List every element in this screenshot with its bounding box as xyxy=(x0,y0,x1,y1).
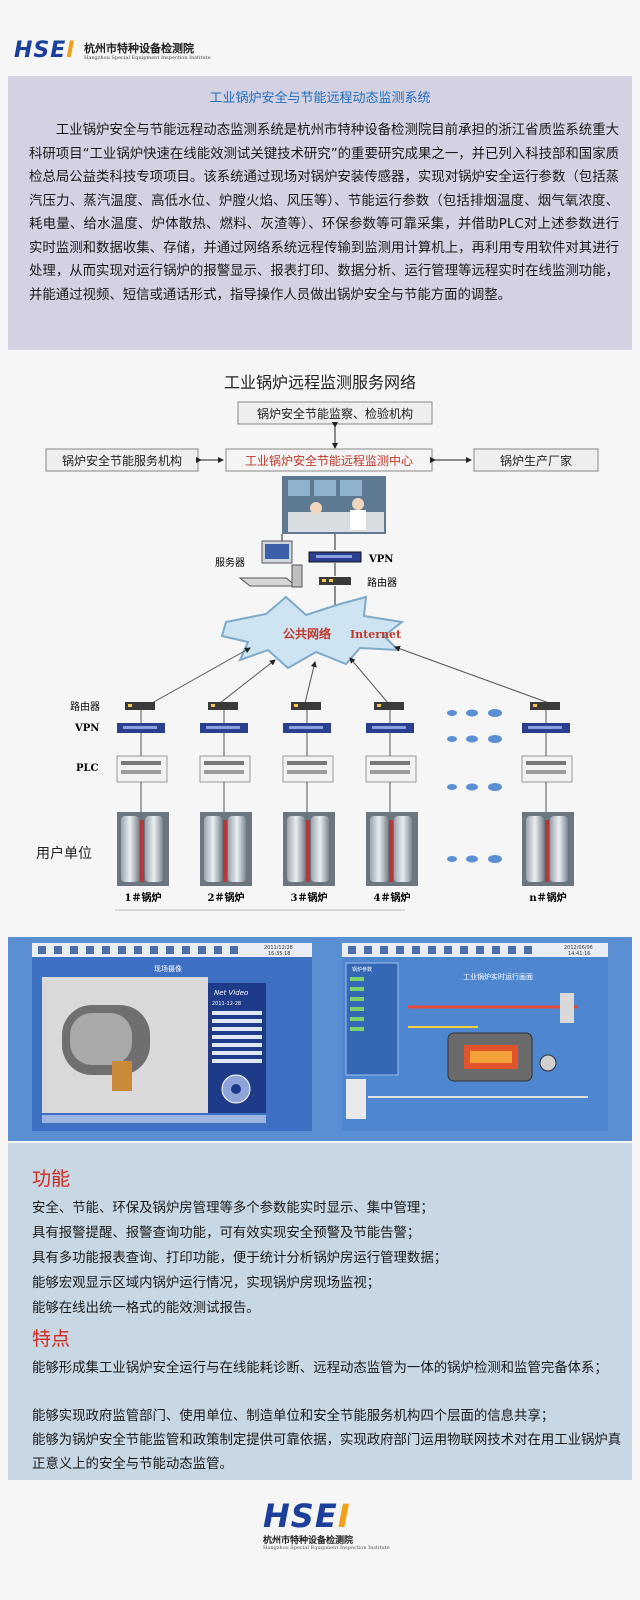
cloud-label-en: Internet xyxy=(350,628,402,641)
monitoring-center-photo xyxy=(282,476,386,534)
characteristic-item: 能够实现政府监管部门、使用单位、制造单位和安全节能服务机构四个层面的信息共享； xyxy=(32,1409,555,1424)
boiler-stack-4 xyxy=(365,702,418,886)
footer-logo: HSEI 杭州市特种设备检测院 Hangzhou Special Equipme… xyxy=(255,1497,390,1551)
right-box xyxy=(473,448,599,472)
cloud-label-cn: 公共网络 xyxy=(283,626,331,641)
intro-panel: 工业锅炉安全与节能远程动态监测系统 工业锅炉安全与节能远程动态监测系统是杭州市特… xyxy=(8,76,632,350)
right-time: 14:41:16 xyxy=(568,951,590,957)
row-label-router: 路由器 xyxy=(70,700,100,713)
row-label-plc: PLC xyxy=(76,763,99,774)
header-logo: HSEI 杭州市特种设备检测院 Hangzhou Special Equipme… xyxy=(14,38,314,66)
net-video-label: Net Video xyxy=(214,989,248,997)
boiler-label-3: 3＃锅炉 xyxy=(291,891,328,904)
intro-title: 工业锅炉安全与节能远程动态监测系统 xyxy=(209,91,431,106)
center-router-icon xyxy=(319,577,351,585)
function-heading: 功能 xyxy=(32,1168,71,1190)
screenshots-svg: 2011/12/28 16:35:18 现场摄像 Net Video 2011-… xyxy=(32,943,608,1131)
video-date: 2011-12-28 xyxy=(212,1001,241,1007)
boiler-stack-3 xyxy=(282,702,335,886)
top-box-label: 锅炉安全节能监察、检验机构 xyxy=(257,406,413,421)
left-box-label: 锅炉安全节能服务机构 xyxy=(62,453,182,468)
center-vpn-label: VPN xyxy=(368,554,393,565)
footer-org-en: Hangzhou Special Equipment Inspection In… xyxy=(263,1545,390,1551)
center-vpn-icon xyxy=(308,551,362,563)
center-router-label: 路由器 xyxy=(367,576,397,589)
characteristic-item: 能够为锅炉安全节能监管和政策制定提供可靠依据，实现政府部门运用物联网技术对在用工… xyxy=(32,1433,622,1472)
hsei-logo: HSEI xyxy=(14,38,76,63)
left-time: 16:35:18 xyxy=(268,951,290,957)
boiler-stack-1 xyxy=(116,702,169,886)
function-item: 能够在线出统一格式的能效测试报告。 xyxy=(32,1301,260,1316)
left-date: 2011/12/28 xyxy=(264,945,293,951)
left-screen-title: 现场摄像 xyxy=(154,964,182,973)
function-item: 具有报警提醒、报警查询功能，可有效实现安全预警及节能告警； xyxy=(32,1226,421,1241)
right-box-label: 锅炉生产厂家 xyxy=(500,453,572,468)
footer-org-cn: 杭州市特种设备检测院 xyxy=(263,1536,354,1546)
boiler-runtime-screen: 2012/06/06 14:41:16 工业锅炉实时运行画面 锅炉参数 xyxy=(342,943,608,1131)
network-diagram: 锅炉安全节能监察、检验机构 锅炉安全节能服务机构 工业锅炉安全节能远程监测中心 … xyxy=(36,401,599,911)
function-item: 能够宏观显示区域内锅炉运行情况，实现锅炉房现场监视； xyxy=(32,1276,381,1291)
characteristic-item: 能够形成集工业锅炉安全运行与在线能耗诊断、远程动态监管为一体的锅炉检测和监管完备… xyxy=(32,1361,608,1376)
right-panel-title: 锅炉参数 xyxy=(352,966,372,973)
right-screen-title: 工业锅炉实时运行画面 xyxy=(463,972,533,981)
boiler-label-4: 4＃锅炉 xyxy=(374,891,411,904)
footer-hsei-logo: HSEI xyxy=(263,1497,351,1535)
ellipsis-dots xyxy=(447,709,502,863)
software-screenshots: 2011/12/28 16:35:18 现场摄像 Net Video 2011-… xyxy=(8,937,632,1141)
function-item: 安全、节能、环保及锅炉房管理等多个参数能实时显示、集中管理； xyxy=(32,1201,434,1216)
row-label-vpn: VPN xyxy=(74,723,99,734)
boiler-stack-n xyxy=(521,702,574,886)
intro-body: 工业锅炉安全与节能远程动态监测系统是杭州市特种设备检测院目前承担的浙江省质监系统… xyxy=(29,123,619,303)
boiler-label-n: n＃锅炉 xyxy=(529,891,566,904)
characteristics-heading: 特点 xyxy=(32,1328,71,1350)
right-date: 2012/06/06 xyxy=(564,945,593,951)
server-computer-icon xyxy=(238,540,303,588)
org-name-en: Hangzhou Special Equipment Inspection In… xyxy=(84,55,211,61)
boiler-label-2: 2＃锅炉 xyxy=(208,891,245,904)
row-label-user: 用户单位 xyxy=(36,845,92,862)
server-label: 服务器 xyxy=(215,556,245,569)
features-panel: 功能 安全、节能、环保及锅炉房管理等多个参数能实时显示、集中管理； 具有报警提醒… xyxy=(8,1143,632,1480)
center-box-label: 工业锅炉安全节能远程监测中心 xyxy=(245,453,413,468)
boiler-stack-2 xyxy=(199,702,252,886)
video-monitor-screen: 2011/12/28 16:35:18 现场摄像 Net Video 2011-… xyxy=(32,943,312,1131)
function-item: 具有多功能报表查询、打印功能，便于统计分析锅炉房运行管理数据； xyxy=(32,1251,448,1266)
boiler-label-1: 1＃锅炉 xyxy=(125,891,162,904)
network-title: 工业锅炉远程监测服务网络 xyxy=(223,373,416,392)
org-name-cn: 杭州市特种设备检测院 xyxy=(84,42,194,55)
